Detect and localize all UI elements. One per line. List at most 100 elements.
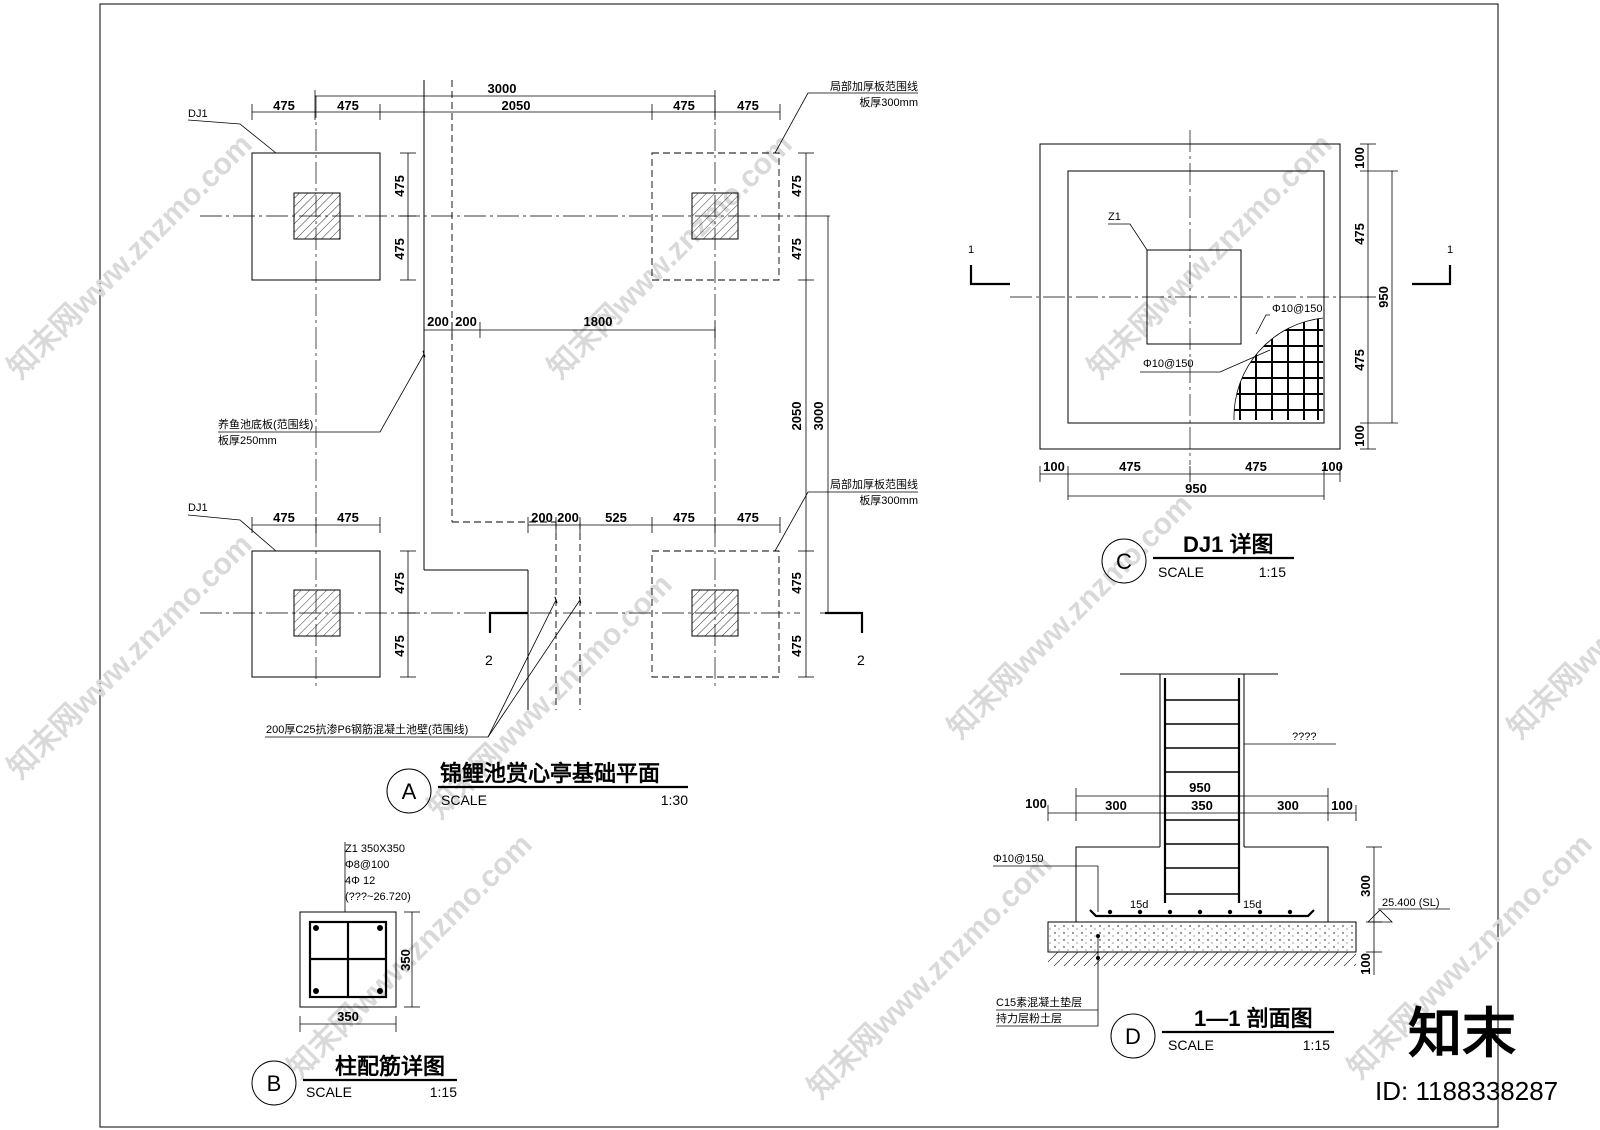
dim-vertical-outer: 3000 <box>811 402 826 431</box>
dim-vertical-inner: 2050 <box>789 402 804 431</box>
d-layer-2: 持力层粉土层 <box>996 1011 1062 1025</box>
badge-c-letter: C <box>1116 549 1132 574</box>
d-dim-height: 300 <box>1358 875 1373 897</box>
tag-dj1-top: DJ1 <box>188 108 208 120</box>
section-mark-left: 2 <box>485 652 493 668</box>
note-thick-slab-top-1: 局部加厚板范围线 <box>830 79 918 93</box>
b-spec-3: 4Φ 12 <box>345 875 375 887</box>
badge-a <box>386 768 432 814</box>
dim-top-d: 475 <box>737 98 759 113</box>
column-z1-top-left <box>293 192 341 240</box>
drawing-b-scale-label: SCALE <box>306 1084 352 1100</box>
dim-right-top-1: 475 <box>789 175 804 197</box>
drawing-c-dj1-detail: Z1 Φ10@150 Φ10@150 1 1 100 475 475 100 9… <box>968 130 1453 584</box>
blinding-layer <box>1047 921 1357 953</box>
watermark-text: 知末网www.znzmo.com <box>2 128 259 385</box>
c-dim-r-bot: 100 <box>1352 425 1367 447</box>
dim-bot-a: 200 <box>531 510 553 525</box>
drawing-c-scale-label: SCALE <box>1158 564 1204 580</box>
d-dim-left: 300 <box>1105 798 1127 813</box>
c-dim-b-a: 475 <box>1119 459 1141 474</box>
badge-b-letter: B <box>267 1071 282 1096</box>
watermark-text: 知末网www.znzmo.com <box>1502 488 1600 745</box>
soil-layer <box>1048 952 1356 966</box>
dim-bot-left-1: 475 <box>273 510 295 525</box>
dim-right-bot-2: 475 <box>789 635 804 657</box>
dim-mid-a: 200 <box>427 314 449 329</box>
dim-top-c: 475 <box>673 98 695 113</box>
tag-dj1-bottom: DJ1 <box>188 502 208 514</box>
section-mark-right: 2 <box>857 652 865 668</box>
drawing-b-scale-value: 1:15 <box>430 1084 457 1100</box>
c-dim-r-total: 950 <box>1376 286 1391 308</box>
dj1-outer <box>1039 143 1341 450</box>
b-spec-1: Z1 350X350 <box>345 843 405 855</box>
dim-bot-c: 525 <box>605 510 627 525</box>
column-z1-bottom-right <box>691 589 739 637</box>
note-thick-slab-bottom-2: 板厚300mm <box>859 493 918 507</box>
drawing-b-title: 柱配筋详图 <box>335 1054 445 1079</box>
d-lap-left: 15d <box>1130 899 1148 911</box>
dim-right-bot-1: 475 <box>789 572 804 594</box>
drawing-d-scale-label: SCALE <box>1168 1037 1214 1053</box>
footing-dj1-top-left <box>251 152 381 281</box>
d-lap-right: 15d <box>1243 899 1261 911</box>
d-dim-col: 350 <box>1191 798 1213 813</box>
drawing-c-title: DJ1 详图 <box>1183 532 1273 557</box>
d-dim-edge-left: 100 <box>1025 796 1047 811</box>
b-spec-4: (???~26.720) <box>345 891 411 903</box>
dim-mid-c: 1800 <box>584 314 613 329</box>
d-rebar: Φ10@150 <box>993 853 1044 865</box>
drawing-d-scale-value: 1:15 <box>1303 1037 1330 1053</box>
dim-right-top-2: 475 <box>789 238 804 260</box>
dim-bot-b: 200 <box>557 510 579 525</box>
drawing-d-section-1-1: 15d 15d ???? Φ10@150 25.400 (SL) 950 100… <box>993 673 1450 1059</box>
c-rebar-2: Φ10@150 <box>1143 358 1194 370</box>
c-rebar-1: Φ10@150 <box>1272 303 1323 315</box>
note-wall: 200厚C25抗渗P6钢筋混凝土池壁(范围线) <box>266 722 468 736</box>
dim-left-top-2: 475 <box>392 238 407 260</box>
c-dim-b-right: 100 <box>1321 459 1343 474</box>
note-thick-slab-top-2: 板厚300mm <box>859 95 918 109</box>
drawing-a-foundation-plan: 3000 475 475 2050 475 475 475 475 475 47… <box>187 79 918 814</box>
d-note-unknown: ???? <box>1292 731 1316 743</box>
dim-left-bot-1: 475 <box>392 572 407 594</box>
b-dim-width: 350 <box>337 1009 359 1024</box>
d-dim-edge-right: 100 <box>1331 798 1353 813</box>
dim-mid-b: 200 <box>455 314 477 329</box>
c-dim-r-top: 100 <box>1352 147 1367 169</box>
badge-c <box>1101 538 1147 584</box>
column-section <box>299 911 397 1008</box>
note-pool-slab-1: 养鱼池底板(范围线) <box>218 417 313 431</box>
drawing-a-scale-label: SCALE <box>441 792 487 808</box>
watermark-text: 知末网www.znzmo.com <box>2 528 259 785</box>
badge-d-letter: D <box>1125 1024 1141 1049</box>
drawing-a-scale-value: 1:30 <box>661 792 688 808</box>
d-elevation: 25.400 (SL) <box>1382 897 1439 909</box>
column-z1-top-right <box>691 192 739 240</box>
c-dim-b-b: 475 <box>1245 459 1267 474</box>
d-dim-right: 300 <box>1277 798 1299 813</box>
c-dim-r-b: 475 <box>1352 349 1367 371</box>
drawing-a-title: 锦鲤池赏心亭基础平面 <box>440 761 660 786</box>
badge-a-letter: A <box>402 779 417 804</box>
dj1-inner <box>1067 170 1325 424</box>
d-layer-1: C15素混凝土垫层 <box>996 995 1082 1009</box>
dim-bot-left-2: 475 <box>337 510 359 525</box>
d-dim-total: 950 <box>1189 780 1211 795</box>
id-watermark: ID: 1188338287 <box>1375 1076 1558 1106</box>
column-z1-bottom-left <box>293 589 341 637</box>
footing-thickened-top-right <box>651 152 780 281</box>
footing-dj1-bottom-left <box>251 550 381 678</box>
dim-left-bot-2: 475 <box>392 635 407 657</box>
badge-b <box>251 1060 297 1106</box>
dim-top-b: 475 <box>337 98 359 113</box>
badge-d <box>1110 1013 1156 1059</box>
dim-left-top-1: 475 <box>392 175 407 197</box>
c-tag-z1: Z1 <box>1108 211 1121 223</box>
dim-bot-d: 475 <box>673 510 695 525</box>
note-pool-slab-2: 板厚250mm <box>218 433 277 447</box>
c-dim-b-left: 100 <box>1043 459 1065 474</box>
b-spec-2: Φ8@100 <box>345 859 389 871</box>
